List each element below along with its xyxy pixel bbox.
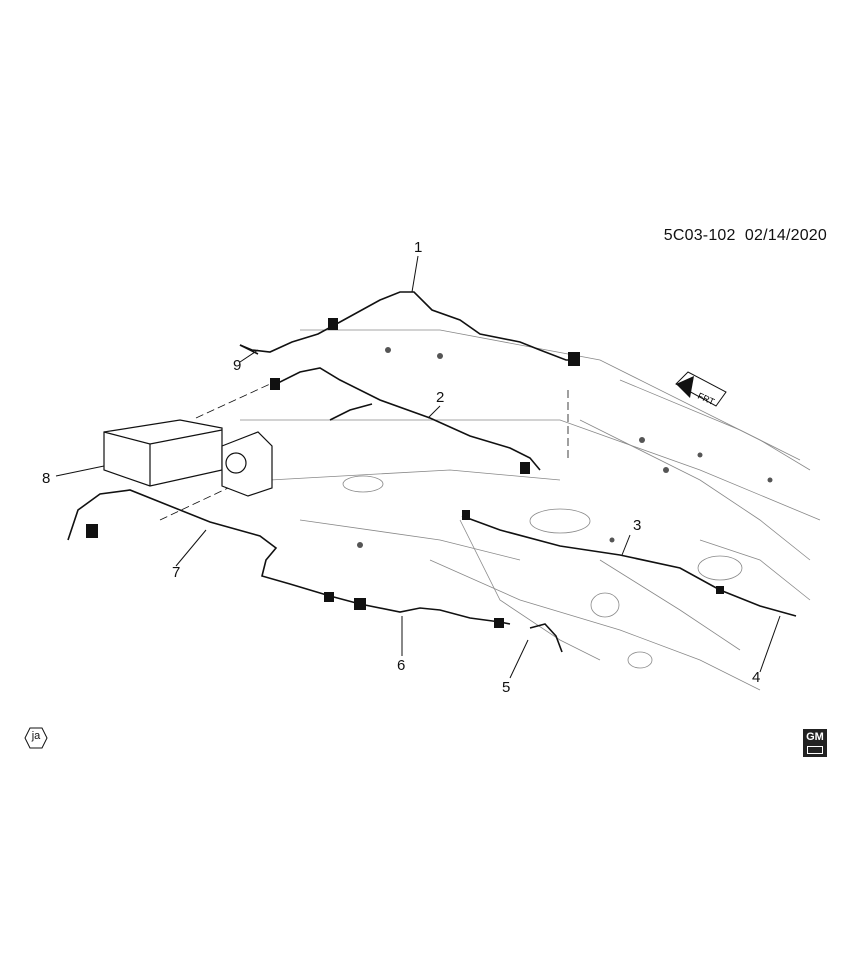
line-2-evap-pipe <box>273 367 541 471</box>
line-2-branch <box>329 403 373 421</box>
callout-6: 6 <box>397 657 405 674</box>
callout-labels: 1 2 3 4 5 6 7 8 9 <box>42 239 760 696</box>
callout-3: 3 <box>633 517 641 534</box>
callout-4: 4 <box>752 669 760 686</box>
gm-logo-text: GM <box>806 731 824 743</box>
frame-holes <box>357 347 773 548</box>
diagram-code-date: 5C03-102 02/14/2020 <box>664 227 827 245</box>
line-9-stub <box>239 344 259 355</box>
diagram-date: 02/14/2020 <box>744 227 827 244</box>
line-3-fuel-feed <box>461 515 797 617</box>
line-5-hose <box>529 623 563 653</box>
front-arrow-icon: FRT <box>675 371 727 407</box>
option-code-text: ja <box>31 730 41 742</box>
line-1-vent-pipe <box>239 291 578 361</box>
callout-5: 5 <box>502 679 510 696</box>
callout-1: 1 <box>414 239 422 256</box>
callout-8: 8 <box>42 470 50 487</box>
vehicle-frame-outline <box>240 329 821 691</box>
callout-leaders <box>55 255 781 679</box>
hexagon-icon <box>24 727 48 749</box>
callout-7: 7 <box>172 564 180 581</box>
diagram-code: 5C03-102 <box>663 227 736 244</box>
callout-2: 2 <box>436 389 444 406</box>
gm-logo: GM <box>803 729 827 757</box>
evap-canister <box>103 419 273 497</box>
option-code-badge: ja <box>24 727 48 749</box>
callout-9: 9 <box>233 357 241 374</box>
gm-logo-underline <box>807 746 823 754</box>
dashed-leader-lines <box>159 383 569 521</box>
fittings <box>86 318 724 628</box>
purge-valve <box>221 431 273 497</box>
canister-body <box>103 419 223 487</box>
line-7-canister-vent <box>67 489 511 625</box>
